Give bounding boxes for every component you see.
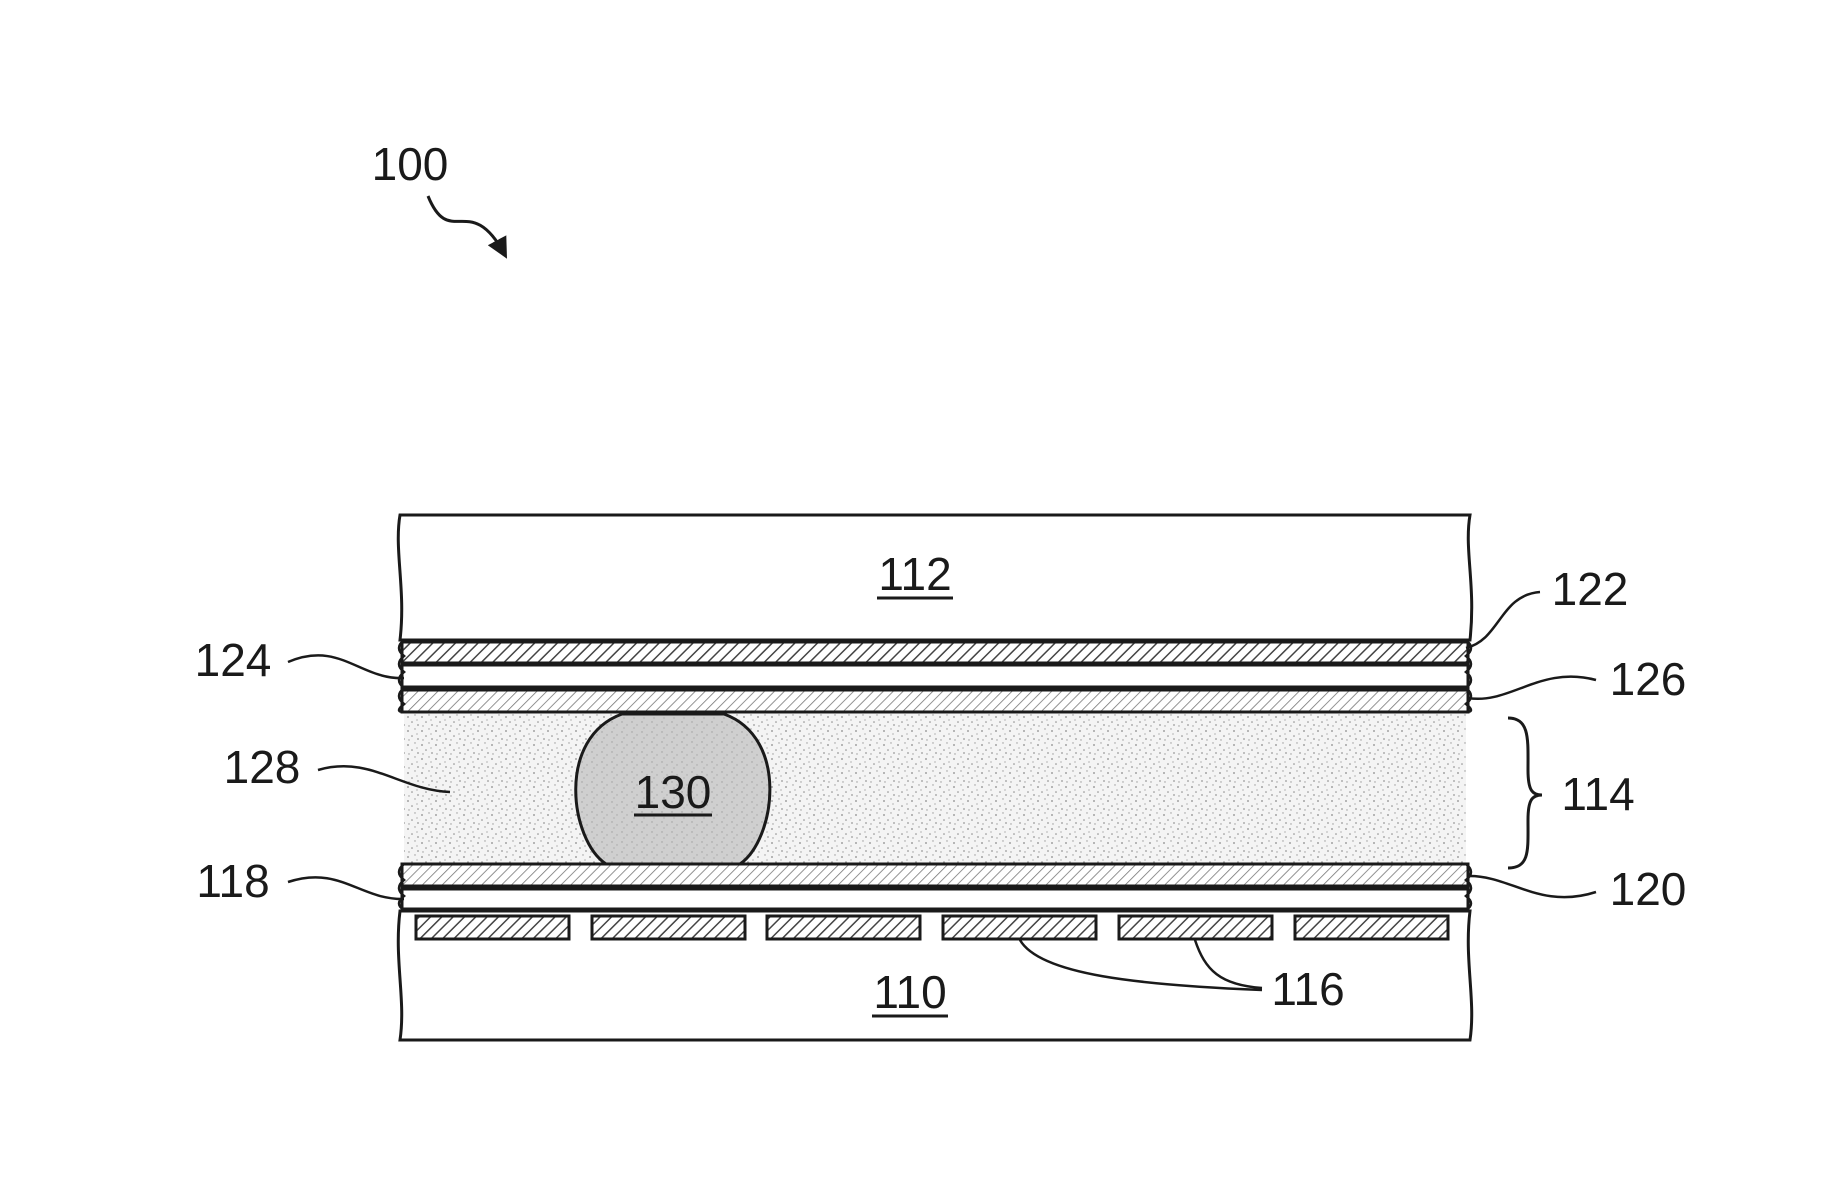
leader-120 bbox=[1468, 876, 1596, 897]
electrode bbox=[1295, 916, 1448, 939]
electrode bbox=[592, 916, 745, 939]
electrode bbox=[943, 916, 1096, 939]
fluid-medium bbox=[404, 714, 1466, 864]
label-116: 116 bbox=[1271, 963, 1344, 1015]
leader-124 bbox=[288, 655, 404, 678]
top-substrate-label: 112 bbox=[878, 548, 951, 600]
leader-118 bbox=[288, 877, 404, 899]
electrode bbox=[767, 916, 920, 939]
gap-bracket bbox=[1508, 718, 1542, 868]
assembly-ref-label: 100 bbox=[372, 138, 449, 190]
top-hydrophobic-layer bbox=[402, 690, 1468, 712]
leader-126 bbox=[1468, 677, 1596, 699]
droplet-label: 130 bbox=[635, 766, 712, 818]
top-electrode-layer bbox=[402, 642, 1468, 663]
electrode bbox=[1119, 916, 1272, 939]
bottom-substrate-label: 110 bbox=[873, 966, 946, 1018]
electrode bbox=[416, 916, 569, 939]
label-128: 128 bbox=[224, 741, 301, 793]
label-126: 126 bbox=[1610, 653, 1687, 705]
label-120: 120 bbox=[1610, 863, 1687, 915]
leader-122 bbox=[1466, 592, 1540, 648]
label-114: 114 bbox=[1561, 768, 1634, 820]
bottom-dielectric-layer bbox=[402, 889, 1468, 909]
assembly-ref-arrow bbox=[428, 196, 505, 255]
label-118: 118 bbox=[196, 855, 269, 907]
label-122: 122 bbox=[1552, 563, 1629, 615]
top-dielectric-layer bbox=[402, 665, 1468, 687]
bottom-hydrophobic-layer bbox=[402, 864, 1468, 886]
label-124: 124 bbox=[195, 634, 272, 686]
